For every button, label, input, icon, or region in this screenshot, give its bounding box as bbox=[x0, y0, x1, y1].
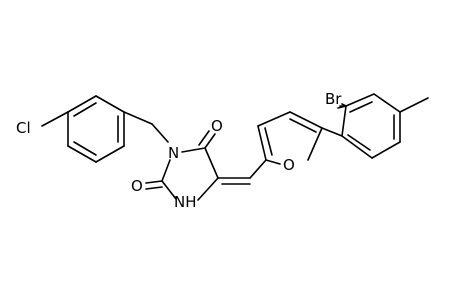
bond bbox=[321, 127, 343, 137]
bond bbox=[161, 180, 177, 200]
bond bbox=[349, 101, 373, 113]
atom-label-n: N bbox=[168, 144, 179, 162]
atom-label-nh: NH bbox=[174, 193, 197, 211]
bond bbox=[145, 180, 163, 184]
bond bbox=[73, 102, 97, 117]
bond bbox=[371, 141, 401, 159]
atom-label-o-carbonyl-top: O bbox=[211, 117, 223, 135]
bond bbox=[123, 111, 153, 125]
bond bbox=[341, 135, 373, 159]
atom-label-o-carbonyl-left: O bbox=[131, 177, 143, 195]
bond bbox=[341, 105, 347, 137]
bond bbox=[151, 123, 169, 143]
bond bbox=[289, 111, 323, 129]
bond bbox=[249, 159, 267, 179]
bond bbox=[257, 111, 291, 127]
bond bbox=[204, 147, 219, 179]
bond bbox=[161, 159, 171, 182]
atom-label-o-furan: O bbox=[283, 156, 295, 174]
bond bbox=[67, 95, 97, 113]
bond bbox=[257, 125, 267, 161]
bond bbox=[41, 111, 69, 127]
bond bbox=[265, 159, 281, 165]
atom-label-cl: Cl bbox=[16, 119, 31, 137]
bond bbox=[145, 186, 163, 190]
bond bbox=[264, 127, 273, 156]
atom-labels: Cl N NH O O O Br bbox=[16, 90, 342, 211]
bonds bbox=[41, 93, 429, 201]
bond bbox=[197, 177, 219, 201]
bond bbox=[337, 105, 347, 109]
bond bbox=[373, 93, 401, 113]
bond bbox=[181, 147, 206, 153]
bond bbox=[399, 97, 429, 113]
bond bbox=[345, 93, 375, 107]
bond bbox=[347, 134, 371, 151]
bond bbox=[73, 141, 97, 156]
bond bbox=[95, 95, 125, 113]
bond bbox=[204, 133, 216, 149]
bond bbox=[307, 127, 323, 161]
bond bbox=[289, 118, 317, 133]
bond bbox=[95, 145, 125, 163]
bond bbox=[67, 145, 97, 163]
atom-label-br: Br bbox=[325, 90, 342, 108]
bond bbox=[198, 130, 210, 146]
